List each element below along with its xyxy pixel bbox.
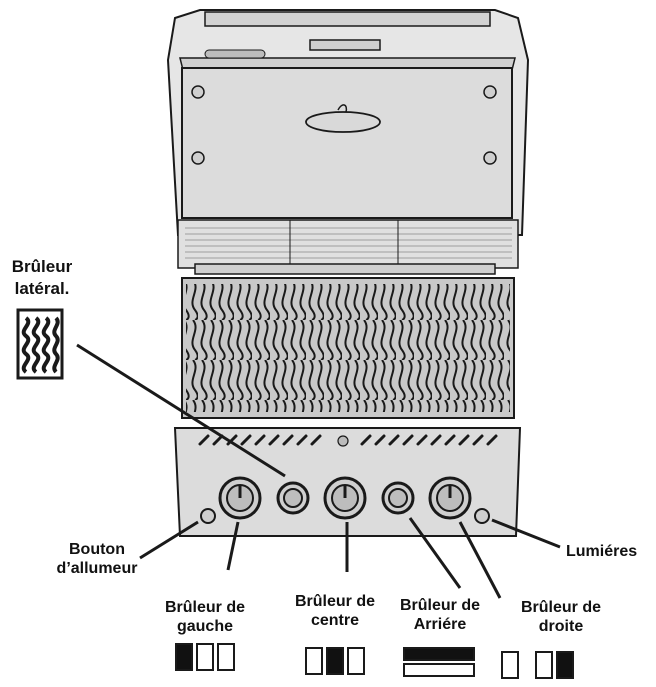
rear-burner-label-line1: Brûleur de	[399, 597, 480, 614]
center-burner-label-line1: Brûleur de	[294, 593, 375, 610]
left-burner-label-line2: gauche	[176, 618, 233, 635]
right-burner-label: Brûleur de droite	[506, 598, 616, 636]
leader-lines	[76, 343, 561, 599]
rear-burner-label: Brûleur de Arriére	[384, 596, 496, 634]
napoleon-logo	[305, 104, 381, 133]
center-burner-icon	[305, 647, 365, 675]
side-burner-label: Brûleur latéral.	[2, 256, 82, 300]
lights-button	[474, 508, 490, 524]
knob-rear	[381, 481, 415, 515]
lights-label: Lumiéres	[566, 542, 637, 561]
left-burner-label: Brûleur de gauche	[150, 598, 260, 636]
knob-right	[428, 476, 472, 520]
right-burner-label-line2: droite	[538, 618, 584, 635]
left-burner-icon	[175, 643, 235, 671]
left-burner-label-line1: Brûleur de	[164, 599, 245, 616]
knob-left	[218, 476, 262, 520]
rear-burner-label-line2: Arriére	[413, 616, 467, 633]
center-burner-label: Brûleur de centre	[280, 592, 390, 630]
right-burner-label-line1: Brûleur de	[520, 599, 601, 616]
igniter-label: Bouton d’allumeur	[42, 540, 152, 578]
right-burner-icon	[501, 651, 574, 679]
side-burner-label-line1: Brûleur	[11, 257, 73, 276]
cooking-area	[177, 219, 519, 419]
rear-burner-icon	[403, 647, 475, 677]
igniter-button	[200, 508, 216, 524]
igniter-label-line2: d’allumeur	[56, 560, 138, 577]
side-burner-icon	[16, 308, 64, 380]
side-burner-label-line2: latéral.	[14, 279, 70, 298]
igniter-label-line1: Bouton	[69, 541, 125, 558]
center-burner-label-line2: centre	[310, 612, 360, 629]
knob-center	[323, 476, 367, 520]
lights-label-text: Lumiéres	[566, 543, 638, 560]
knob-side	[276, 481, 310, 515]
